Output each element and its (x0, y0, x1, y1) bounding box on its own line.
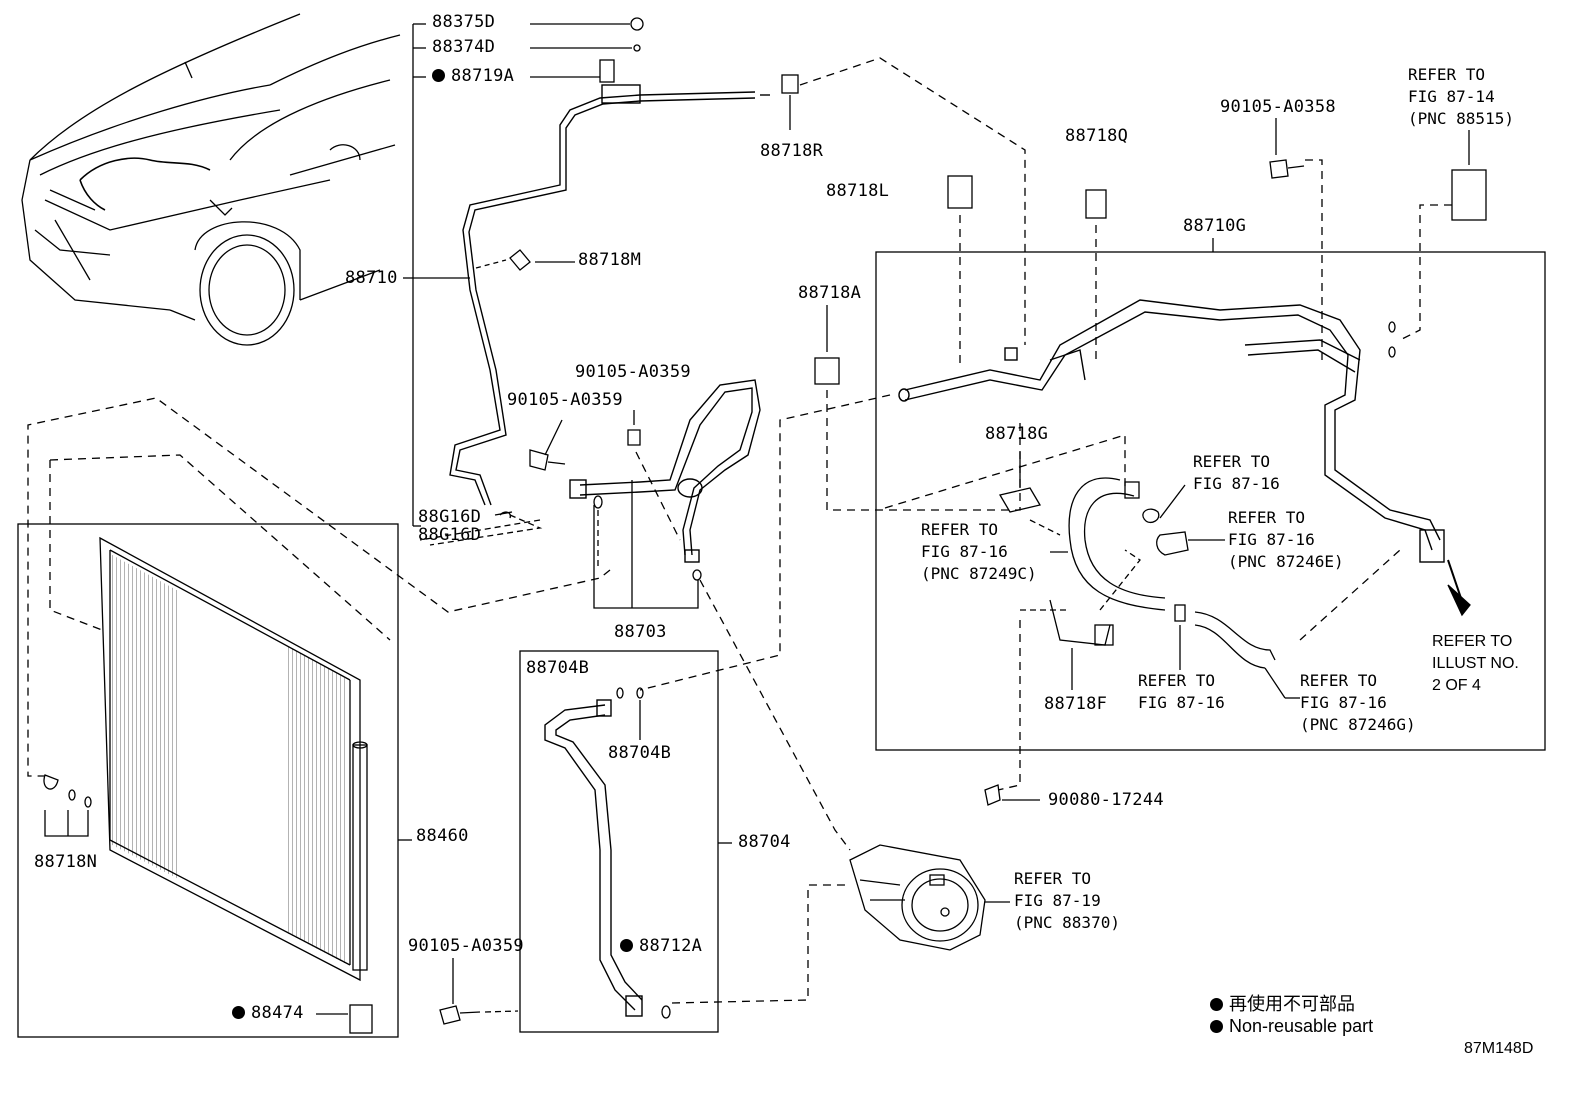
label-88718A: 88718A (798, 283, 862, 303)
box-88710G (875, 251, 1546, 751)
label-88704: 88704 (738, 832, 791, 852)
refer-fig-87-16-87246E: REFER TO FIG 87-16 (PNC 87246E) (1228, 508, 1344, 571)
label-88G16D-a: 88G16D (418, 507, 482, 527)
pipe-88710G (898, 299, 1445, 563)
non-reusable-dot-icon (620, 939, 633, 952)
hose-88704 (544, 699, 643, 1017)
label-88718Q: 88718Q (1065, 126, 1129, 146)
label-88718R: 88718R (760, 141, 824, 161)
clip-88718L (947, 175, 973, 209)
label-88375D: 88375D (432, 12, 496, 32)
label-90105-A0359-b: 90105-A0359 (507, 390, 623, 410)
label-90105-A0359-a: 90105-A0359 (575, 362, 691, 382)
figure-id: 87M148D (1464, 1040, 1534, 1057)
legend-text-jp: 再使用不可部品 (1229, 994, 1355, 1014)
label-88710: 88710 (345, 268, 398, 288)
legend-line-en: Non-reusable part (1210, 1016, 1373, 1037)
refer-illust-2-of-4: REFER TO ILLUST NO. 2 OF 4 (1432, 633, 1519, 694)
clip-88718A (814, 357, 840, 385)
refer-fig-87-14: REFER TO FIG 87-14 (PNC 88515) (1408, 65, 1514, 128)
part-88515 (1451, 169, 1487, 221)
refer-fig-87-16-87249C: REFER TO FIG 87-16 (PNC 87249C) (921, 520, 1037, 583)
label-88704B-a: 88704B (526, 658, 590, 678)
refer-fig-87-19: REFER TO FIG 87-19 (PNC 88370) (1014, 869, 1120, 932)
bracket-88710 (403, 23, 470, 527)
label-90080-17244: 90080-17244 (1048, 790, 1164, 810)
non-reusable-dot-icon (1210, 1020, 1223, 1033)
label-88718M: 88718M (578, 250, 642, 270)
label-88G16D-b: 88G16D (418, 525, 482, 545)
label-88474-text: 88474 (251, 1003, 304, 1023)
legend-text-en: Non-reusable part (1229, 1016, 1374, 1036)
label-88703: 88703 (614, 622, 667, 642)
label-88718G: 88718G (985, 424, 1049, 444)
refer-fig-87-16-87246G: REFER TO FIG 87-16 (PNC 87246G) (1300, 671, 1416, 734)
label-88719A-text: 88719A (451, 66, 515, 86)
label-88718L: 88718L (826, 181, 890, 201)
label-88704B-b: 88704B (608, 743, 672, 763)
non-reusable-dot-icon (232, 1006, 245, 1019)
label-88712A-text: 88712A (639, 936, 703, 956)
non-reusable-dot-icon (432, 69, 445, 82)
vehicle-sketch (21, 13, 401, 346)
box-88704 (519, 650, 719, 1033)
label-88460: 88460 (416, 826, 469, 846)
non-reusable-dot-icon (1210, 998, 1223, 1011)
label-88710G: 88710G (1183, 216, 1247, 236)
label-88712A: 88712A (620, 938, 702, 955)
compressor (849, 844, 986, 951)
refer-fig-87-16-mid: REFER TO FIG 87-16 (1138, 671, 1225, 712)
legend-line-jp: 再使用不可部品 (1210, 990, 1355, 1016)
hose-88703 (569, 379, 761, 563)
refer-fig-87-16-top: REFER TO FIG 87-16 (1193, 452, 1280, 493)
label-88374D: 88374D (432, 37, 496, 57)
pipe-88710 (449, 84, 770, 519)
clip-88718Q (1085, 189, 1107, 219)
label-88718N: 88718N (34, 852, 98, 872)
label-90105-A0358: 90105-A0358 (1220, 97, 1336, 117)
label-90105-A0359-c: 90105-A0359 (408, 936, 524, 956)
label-88719A: 88719A (432, 68, 514, 85)
clip-88718R (781, 74, 799, 94)
label-88718F: 88718F (1044, 694, 1108, 714)
label-88474: 88474 (232, 1005, 304, 1022)
clip-88718G (998, 487, 1042, 513)
